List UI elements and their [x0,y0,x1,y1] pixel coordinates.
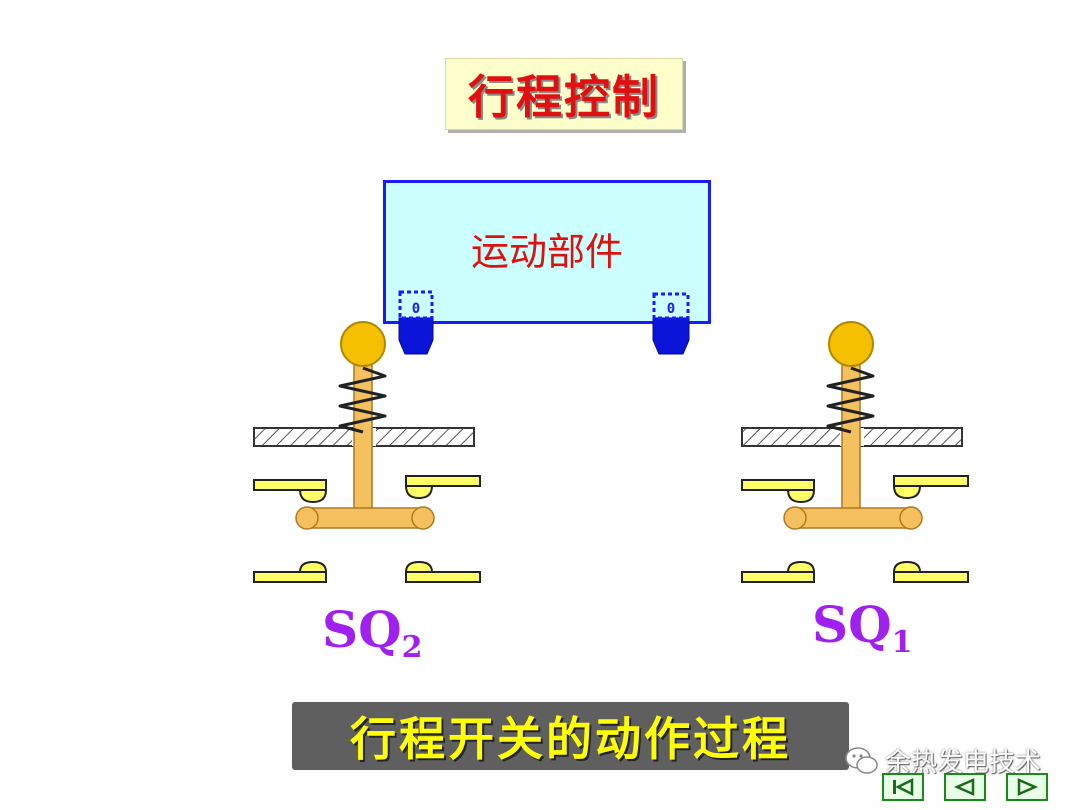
next-slide-button[interactable] [1006,773,1048,801]
previous-slide-button[interactable] [944,773,986,801]
limit-switch-sq1 [741,321,969,583]
plunger-stem [841,363,861,517]
wechat-icon [845,746,878,774]
moving-part-label: 运动部件 [470,230,623,274]
stop-label-right: 0 [667,301,675,317]
first-slide-icon [893,778,914,796]
sq2-label: SQ2 [322,600,423,665]
caption: 行程开关的动作过程 [350,712,791,766]
stop-block-right: 0 [652,292,690,355]
title-box: 行程控制 [445,58,683,130]
roller [828,321,874,367]
sq1-label: SQ1 [812,595,913,660]
caption-box: 行程开关的动作过程 [292,702,849,770]
limit-switch-sq2 [253,321,481,583]
previous-slide-icon [953,778,975,796]
stop-block-left: 0 [398,290,434,355]
roller [340,321,386,367]
moving-part: 运动部件 [383,180,711,324]
page-title: 行程控制 [468,70,660,124]
first-slide-button[interactable] [882,773,924,801]
spring [826,366,875,434]
plunger-stem [353,363,373,517]
stop-label-left: 0 [412,301,420,317]
next-slide-icon [1017,778,1039,796]
spring [338,366,387,434]
